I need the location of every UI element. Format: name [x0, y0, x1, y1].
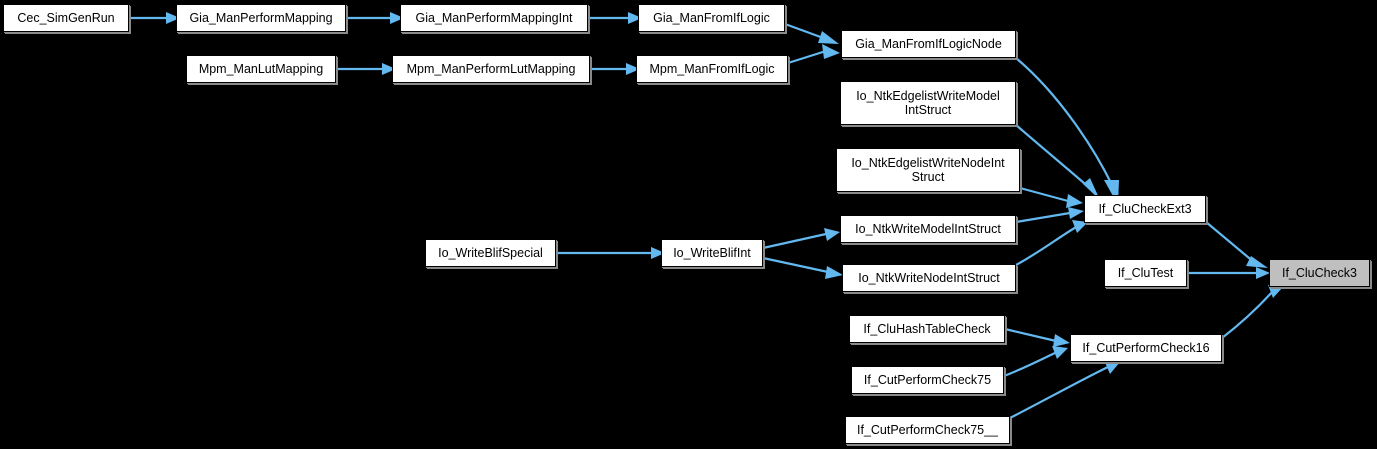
node-gia_manperformmappingint[interactable]: Gia_ManPerformMappingInt	[400, 4, 588, 32]
node-label: Cec_SimGenRun	[17, 11, 115, 25]
node-label: Io_WriteBlifSpecial	[438, 246, 543, 260]
node-label: Mpm_ManLutMapping	[198, 62, 324, 76]
node-label: Io_WriteBlifInt	[673, 246, 751, 260]
edge-mpm_manlutmapping-to-mpm_manperformlutmapping	[336, 63, 396, 75]
arrow-head	[1104, 360, 1120, 374]
arrow-head	[1083, 178, 1100, 200]
edge-if_cutperformcheck75-to-if_cutperformcheck16	[1003, 346, 1068, 378]
node-label: Mpm_ManPerformLutMapping	[406, 62, 576, 76]
arrow-head	[651, 247, 665, 259]
arrow-head	[1052, 346, 1068, 359]
node-if_clucheck3[interactable]: If_CluCheck3	[1269, 259, 1370, 287]
arrow-head	[824, 228, 840, 241]
node-label: Gia_ManPerformMapping	[189, 11, 333, 25]
arrow-head	[1268, 285, 1283, 298]
arrow-head	[825, 266, 843, 279]
node-mpm_manlutmapping[interactable]: Mpm_ManLutMapping	[186, 55, 336, 83]
edge-if_cluhashtablecheck-to-if_cutperformcheck16	[1004, 327, 1070, 347]
node-io_ntkedgelistwritemodelintstruct[interactable]: Io_NtkEdgelistWriteModel IntStruct	[840, 81, 1016, 125]
edge-mpm_manfromiflogic-to-gia_manfromiflogicnode	[787, 44, 840, 65]
edge-io_writeblifspecial-to-io_writeblifint	[556, 247, 665, 259]
node-label: Gia_ManFromIfLogic	[653, 11, 770, 25]
node-io_ntkwritemodelintstruct[interactable]: Io_NtkWriteModelIntStruct	[840, 215, 1016, 243]
arrow-head	[626, 63, 640, 75]
node-label: If_CluCheck3	[1281, 266, 1358, 280]
edge-gia_manfromiflogicnode-to-if_cluCheckext3	[1015, 57, 1119, 205]
node-if_cutperformcheck75__[interactable]: If_CutPerformCheck75__	[845, 416, 1010, 444]
node-io_ntkwritenodeintstruct[interactable]: Io_NtkWriteNodeIntStruct	[842, 264, 1016, 292]
node-if_clutest[interactable]: If_CluTest	[1104, 259, 1187, 287]
edge-io_writeblifint-to-io_ntkwritemodelintstruct	[762, 228, 840, 250]
node-label: If_CluCheckExt3	[1098, 202, 1192, 216]
node-label: Io_NtkWriteModelIntStruct	[855, 222, 1001, 236]
edge-io_ntkedgelistwritemodelintstruct-to-if_cluCheckext3	[1015, 124, 1100, 200]
arrow-head	[1053, 334, 1070, 347]
node-io_writeblifspecial[interactable]: Io_WriteBlifSpecial	[425, 239, 556, 267]
node-io_ntkedgelistwritenodeintstruct[interactable]: Io_NtkEdgelistWriteNodeInt Struct	[836, 148, 1020, 192]
arrow-head	[822, 44, 840, 59]
edge-io_ntkwritemodelintstruct-to-if_cluCheckext3	[1015, 207, 1084, 224]
node-io_writeblifint[interactable]: Io_WriteBlifInt	[661, 239, 763, 267]
edge-if_cutperformcheck16-to-if_clucheck3	[1221, 285, 1283, 339]
edge-if_cutperformcheck75__-to-if_cutperformcheck16	[1009, 360, 1120, 419]
arrow-head	[1246, 256, 1268, 268]
edge-gia_manfromiflogic-to-gia_manfromiflogicnode	[784, 22, 839, 44]
edge-cec_simgenrun-to-gia_manperformmapping	[129, 12, 180, 24]
node-mpm_manfromiflogic[interactable]: Mpm_ManFromIfLogic	[636, 55, 788, 83]
node-if_cluCheckext3[interactable]: If_CluCheckExt3	[1084, 195, 1206, 223]
node-cec_simgenrun[interactable]: Cec_SimGenRun	[3, 4, 129, 32]
arrow-head	[1066, 194, 1083, 208]
arrow-head	[628, 12, 642, 24]
node-gia_manfromiflogic[interactable]: Gia_ManFromIfLogic	[638, 4, 785, 32]
node-label: Mpm_ManFromIfLogic	[649, 62, 775, 76]
node-mpm_manperformlutmapping[interactable]: Mpm_ManPerformLutMapping	[392, 55, 590, 83]
node-if_cluhashtablecheck[interactable]: If_CluHashTableCheck	[849, 315, 1005, 343]
arrow-head	[1068, 207, 1084, 219]
node-label: Gia_ManPerformMappingInt	[415, 11, 573, 25]
node-label: If_CutPerformCheck75__	[856, 423, 999, 437]
node-label: If_CluTest	[1117, 266, 1174, 280]
edge-mpm_manperformlutmapping-to-mpm_manfromiflogic	[590, 63, 640, 75]
arrow-head	[818, 31, 839, 44]
arrow-head	[382, 63, 396, 75]
edge-io_writeblifint-to-io_ntkwritenodeintstruct	[762, 256, 843, 279]
node-if_cutperformcheck16[interactable]: If_CutPerformCheck16	[1070, 334, 1222, 362]
node-label: Io_NtkEdgelistWriteModel IntStruct	[856, 89, 1000, 117]
node-label: Io_NtkEdgelistWriteNodeInt Struct	[851, 156, 1005, 184]
edge-if_clutest-to-if_clucheck3	[1187, 267, 1270, 279]
edge-io_ntkwritenodeintstruct-to-if_cluCheckext3	[1015, 220, 1088, 266]
node-label: If_CluHashTableCheck	[863, 322, 991, 336]
node-gia_manperformmapping[interactable]: Gia_ManPerformMapping	[176, 4, 346, 32]
arrow-head	[1072, 220, 1088, 233]
node-if_cutperformcheck75[interactable]: If_CutPerformCheck75	[851, 366, 1004, 394]
arrow-head	[1256, 267, 1270, 279]
node-gia_manfromiflogicnode[interactable]: Gia_ManFromIfLogicNode	[841, 30, 1016, 58]
edge-if_cluCheckext3-to-if_clucheck3	[1205, 221, 1268, 268]
node-label: If_CutPerformCheck75	[863, 373, 992, 387]
arrow-head	[166, 12, 180, 24]
node-label: If_CutPerformCheck16	[1082, 341, 1210, 355]
edge-io_ntkedgelistwritenodeintstruct-to-if_cluCheckext3	[1019, 186, 1083, 208]
edge-gia_manperformmapping-to-gia_manperformmappingint	[346, 12, 404, 24]
edge-gia_manperformmappingint-to-gia_manfromiflogic	[588, 12, 642, 24]
node-label: Gia_ManFromIfLogicNode	[855, 37, 1002, 51]
arrow-head	[390, 12, 404, 24]
node-label: Io_NtkWriteNodeIntStruct	[858, 271, 1000, 285]
